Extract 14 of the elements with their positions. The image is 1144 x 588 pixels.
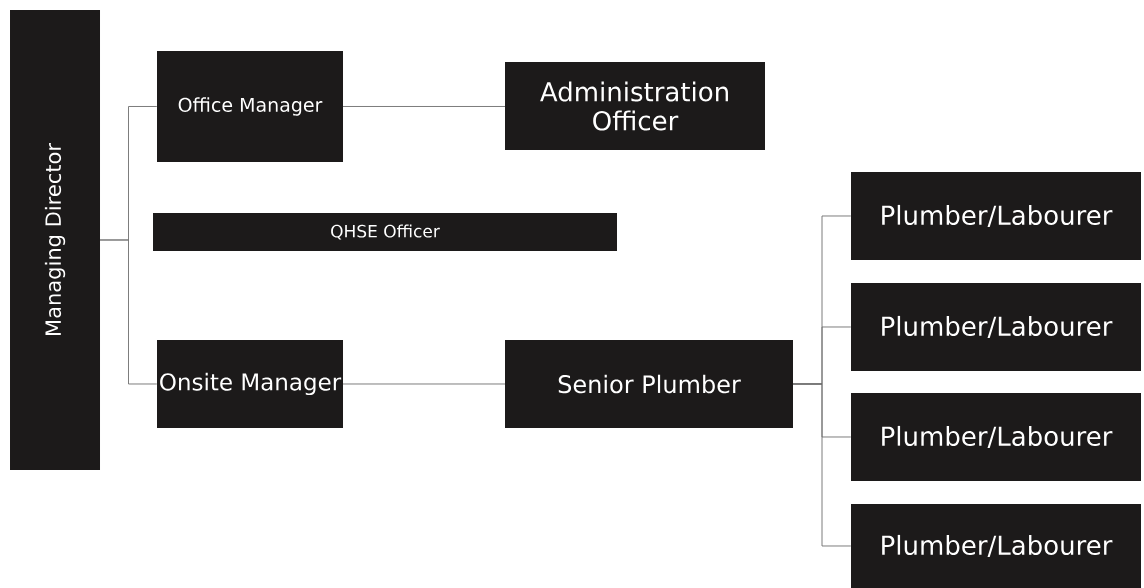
connector-line [792,383,852,547]
role-box: Plumber/Labourer [851,283,1141,371]
role-box: Managing Director [10,10,100,470]
role-box: Plumber/Labourer [851,393,1141,481]
role-box: Onsite Manager [157,340,343,428]
role-box: Administration Officer [505,62,765,150]
role-box: QHSE Officer [153,213,617,251]
connector-line [342,383,506,385]
role-box: Plumber/Labourer [851,172,1141,260]
connector-line [99,239,158,385]
connector-line [342,106,506,107]
role-box: Senior Plumber [505,340,793,428]
role-box: Office Manager [157,51,343,162]
role-box: Plumber/Labourer [851,504,1141,588]
